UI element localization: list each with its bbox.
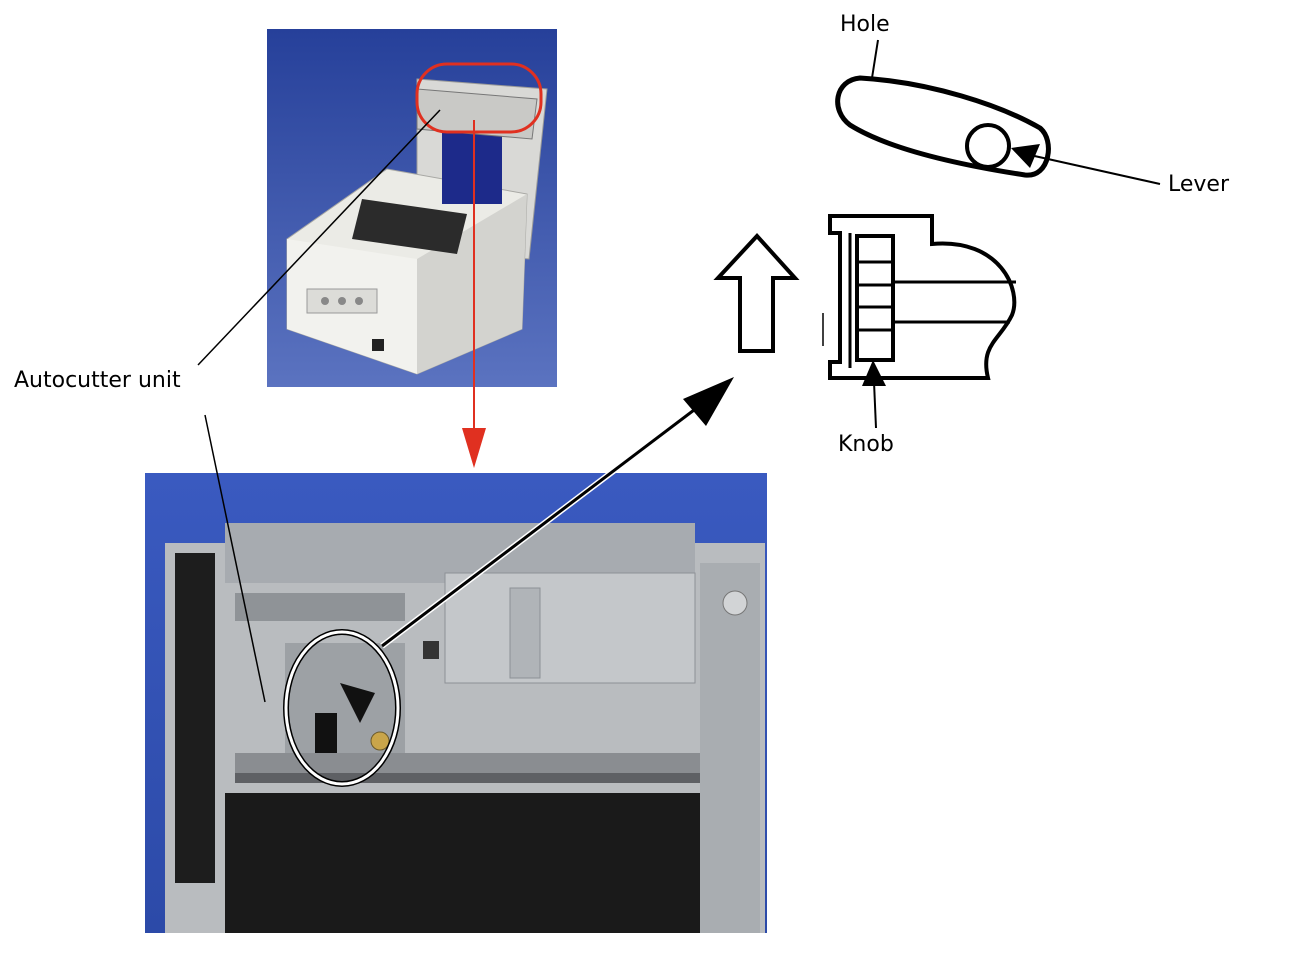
printer-illustration [267,29,557,387]
detail-pointer-arrowhead [683,377,734,426]
hole-lever-diagram [835,39,1161,185]
detail-pointer-line [381,405,699,648]
red-arrowhead [462,428,486,468]
autocutter-leader-top [197,109,441,366]
knob-label: Knob [838,432,894,457]
lever-label: Lever [1168,172,1230,197]
printer-overview-photo [267,29,557,387]
autocutter-leader-bottom [204,414,266,703]
hole-label: Hole [840,12,890,37]
autocutter-highlight-box [415,62,543,134]
up-arrow-icon [713,233,800,353]
knob-diagram [822,214,1017,429]
autocutter-unit-label: Autocutter unit [14,368,181,393]
